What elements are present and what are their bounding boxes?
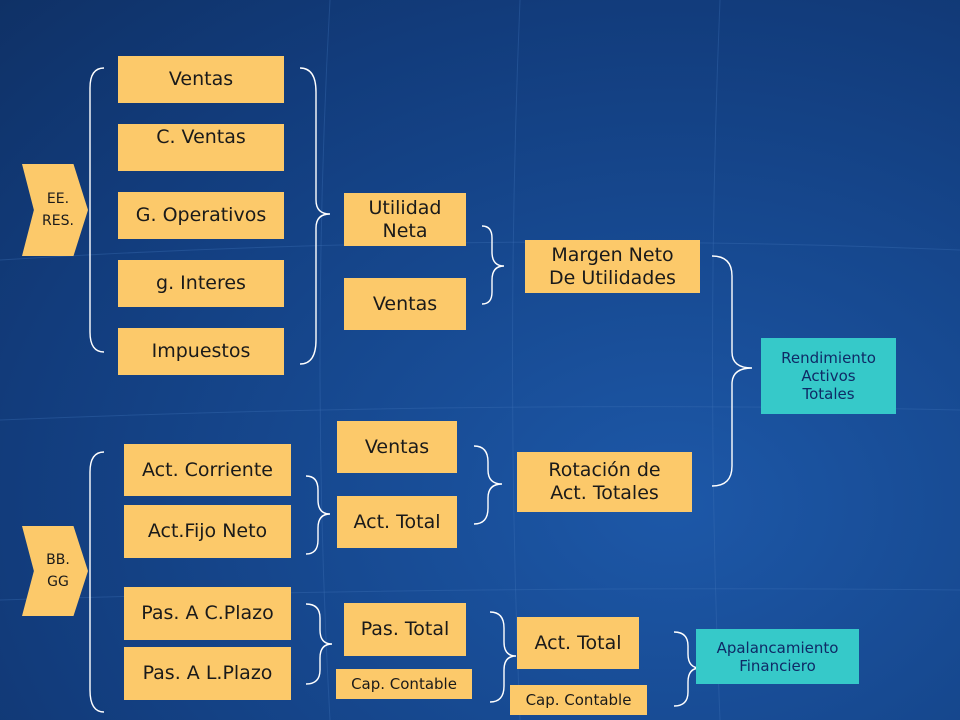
box-act-fijo-neto: Act.Fijo Neto	[124, 505, 291, 558]
box-ventas-3: Ventas	[337, 421, 457, 473]
box-margen-neto: Margen Neto De Utilidades	[525, 240, 700, 293]
box-rotacion-act-totales: Rotación de Act. Totales	[517, 452, 692, 512]
box-impuestos: Impuestos	[118, 328, 284, 375]
box-ventas: Ventas	[118, 56, 284, 103]
box-g-interes: g. Interes	[118, 260, 284, 307]
box-c-ventas: C. Ventas	[118, 124, 284, 171]
box-act-total-2: Act. Total	[517, 617, 639, 669]
box-pas-cplazo: Pas. A C.Plazo	[124, 587, 291, 640]
box-utilidad-neta: Utilidad Neta	[344, 193, 466, 246]
box-g-operativos: G. Operativos	[118, 192, 284, 239]
box-act-corriente: Act. Corriente	[124, 444, 291, 496]
box-rendimiento-activos-totales: Rendimiento Activos Totales	[761, 338, 896, 414]
box-act-total-1: Act. Total	[337, 496, 457, 548]
box-cap-contable-1: Cap. Contable	[336, 669, 472, 699]
box-cap-contable-2: Cap. Contable	[510, 685, 647, 715]
box-ventas-2: Ventas	[344, 278, 466, 330]
box-pas-lplazo: Pas. A L.Plazo	[124, 647, 291, 700]
box-apalancamiento-financiero: Apalancamiento Financiero	[696, 629, 859, 684]
box-pas-total: Pas. Total	[344, 603, 466, 656]
